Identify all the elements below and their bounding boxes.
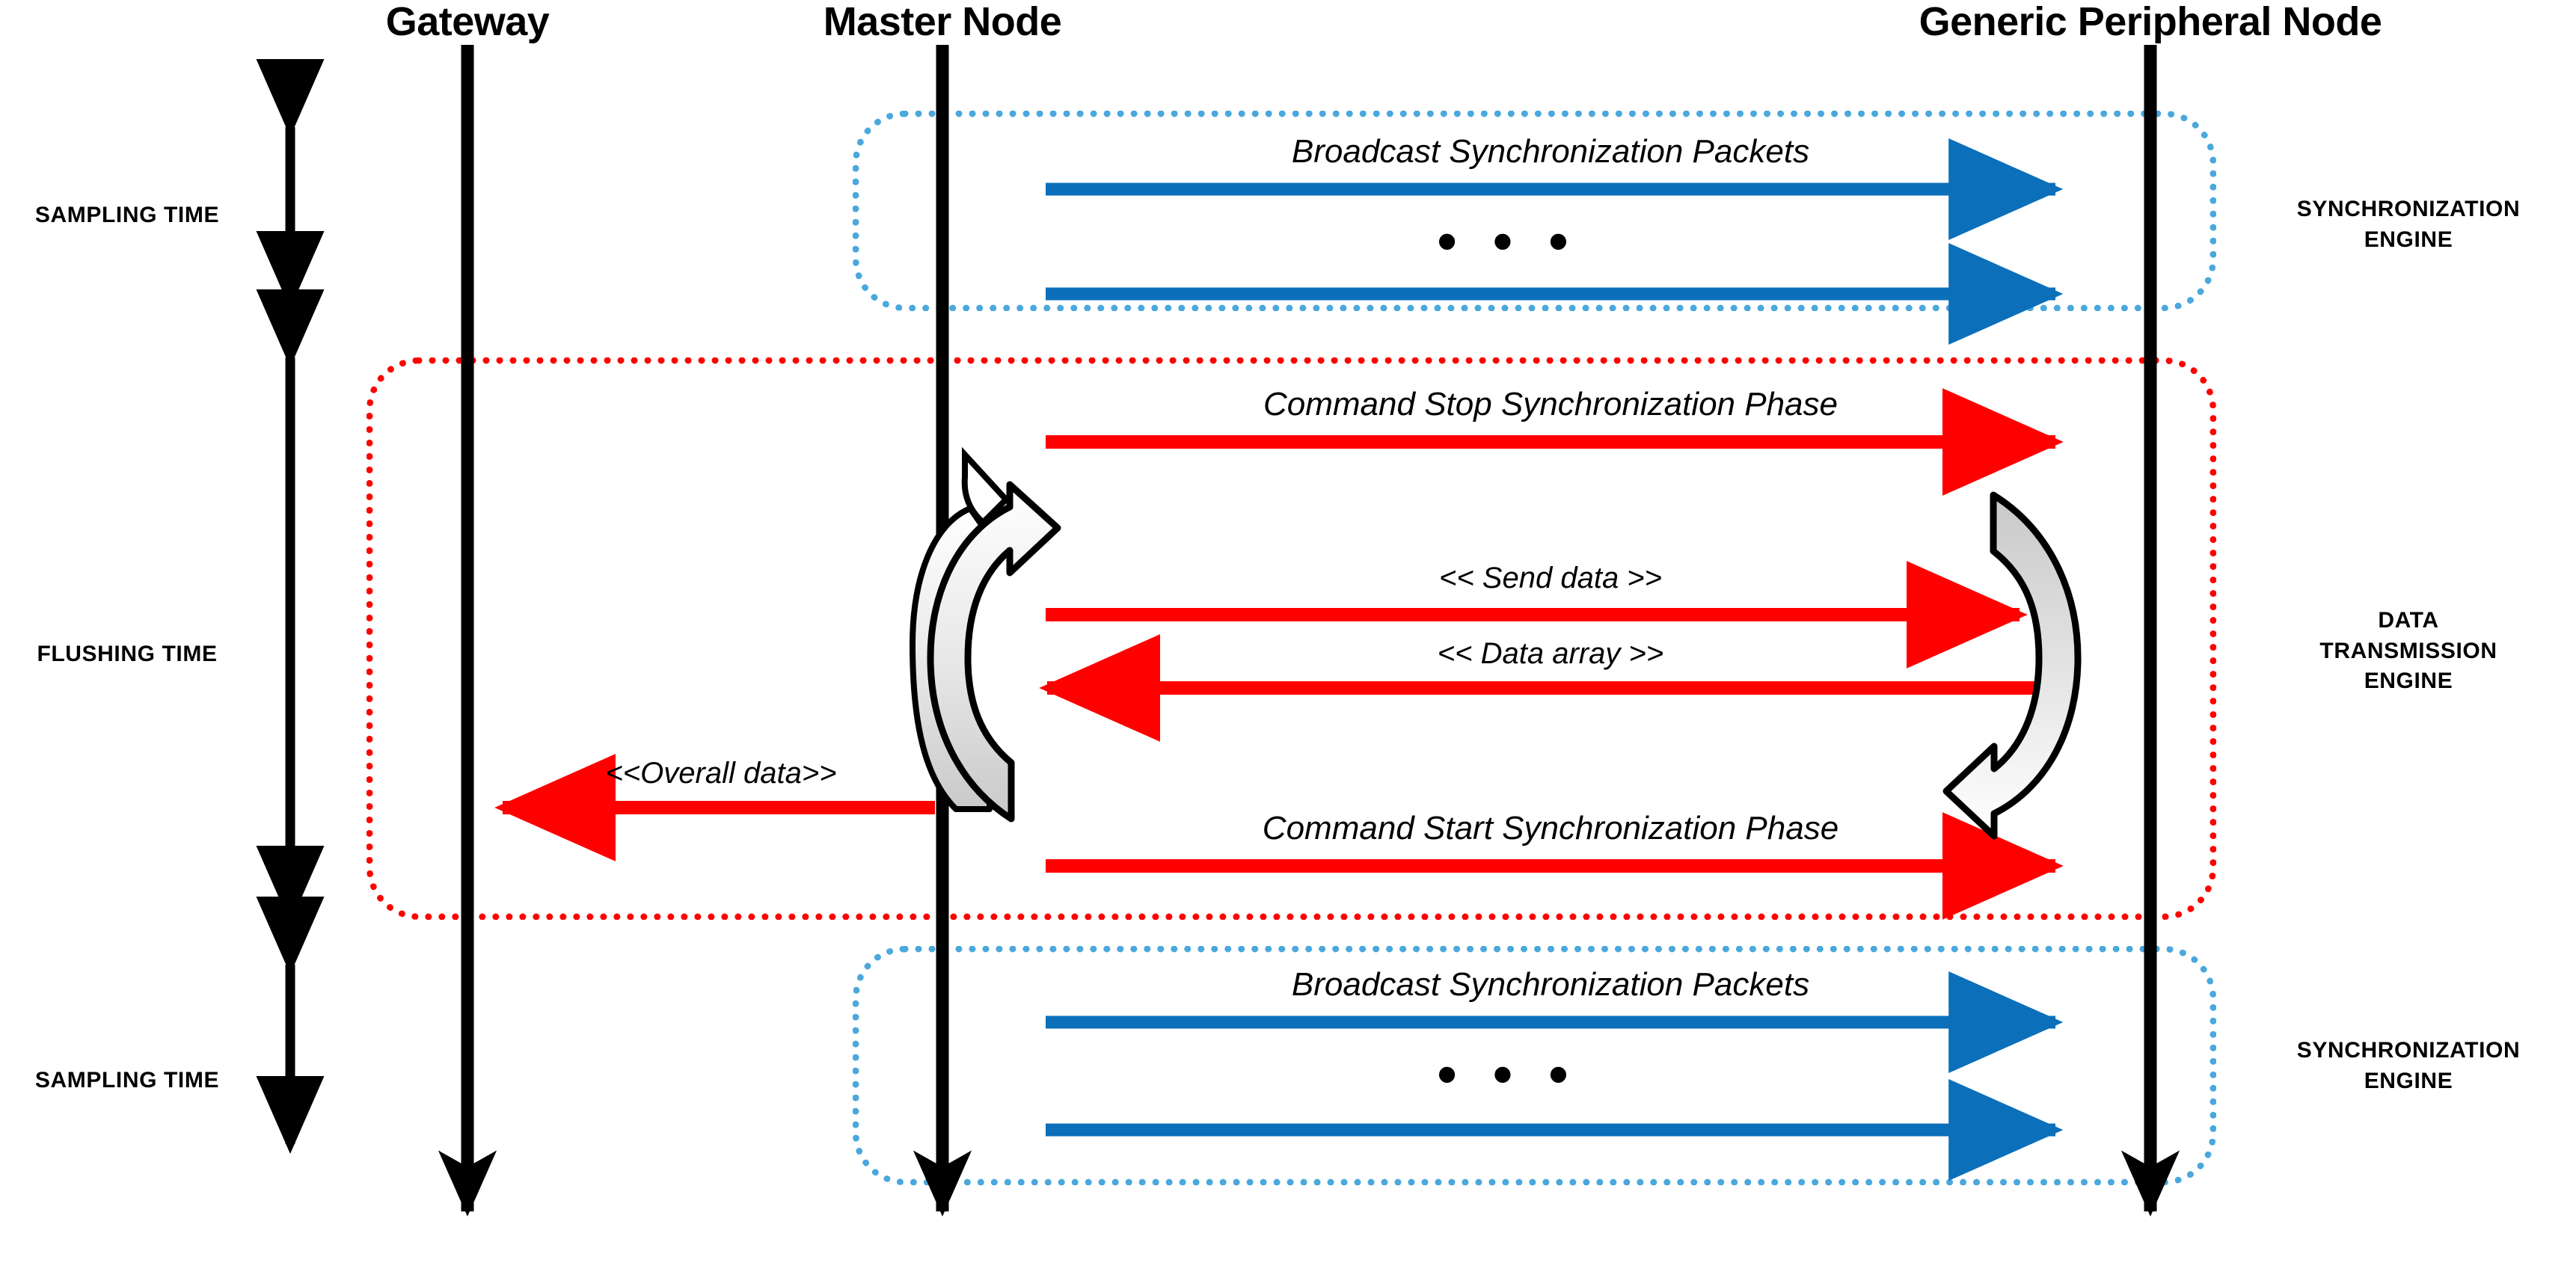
lane-title-master-node: Master Node <box>823 0 1062 44</box>
engine-label-sync-top: SYNCHRONIZATION ENGINE <box>2251 194 2566 255</box>
phase-box-synchronization-top <box>853 111 2216 311</box>
message-label-broadcast-sync-top: Broadcast Synchronization Packets <box>1291 133 1810 170</box>
time-label-sampling-top: SAMPLING TIME <box>34 203 220 227</box>
ellipsis-top: • • • <box>1437 210 1579 272</box>
engine-label-sync-bottom-line1: SYNCHRONIZATION <box>2296 1038 2521 1063</box>
phase-box-synchronization-bottom <box>853 946 2216 1185</box>
message-label-send-data: << Send data >> <box>1438 562 1663 594</box>
message-label-overall-data: <<Overall data>> <box>605 757 837 790</box>
engine-label-data-line2: TRANSMISSION <box>2319 638 2497 663</box>
engine-label-sync-bottom-line2: ENGINE <box>2364 1068 2453 1093</box>
phase-box-data-transmission <box>367 357 2216 920</box>
ellipsis-bottom: • • • <box>1437 1043 1579 1105</box>
lane-title-peripheral-node: Generic Peripheral Node <box>1919 0 2382 44</box>
engine-label-sync-top-line1: SYNCHRONIZATION <box>2296 197 2521 221</box>
engine-label-data-line1: DATA <box>2378 608 2439 633</box>
engine-label-sync-top-line2: ENGINE <box>2364 227 2453 252</box>
time-label-sampling-bottom: SAMPLING TIME <box>34 1068 220 1093</box>
time-label-flushing: FLUSHING TIME <box>37 642 218 666</box>
message-label-broadcast-sync-bottom: Broadcast Synchronization Packets <box>1291 966 1810 1003</box>
message-label-command-stop-sync: Command Stop Synchronization Phase <box>1263 386 1838 423</box>
engine-label-sync-bottom: SYNCHRONIZATION ENGINE <box>2251 1036 2566 1096</box>
lane-title-gateway: Gateway <box>385 0 550 44</box>
curved-arrow-peripheral-node <box>1942 491 2082 840</box>
message-label-data-array: << Data array >> <box>1437 637 1664 670</box>
engine-label-data-transmission: DATA TRANSMISSION ENGINE <box>2251 606 2566 697</box>
engine-label-data-line3: ENGINE <box>2364 669 2453 693</box>
message-label-command-start-sync: Command Start Synchronization Phase <box>1262 810 1839 846</box>
curved-arrow-master-node <box>927 481 1061 823</box>
